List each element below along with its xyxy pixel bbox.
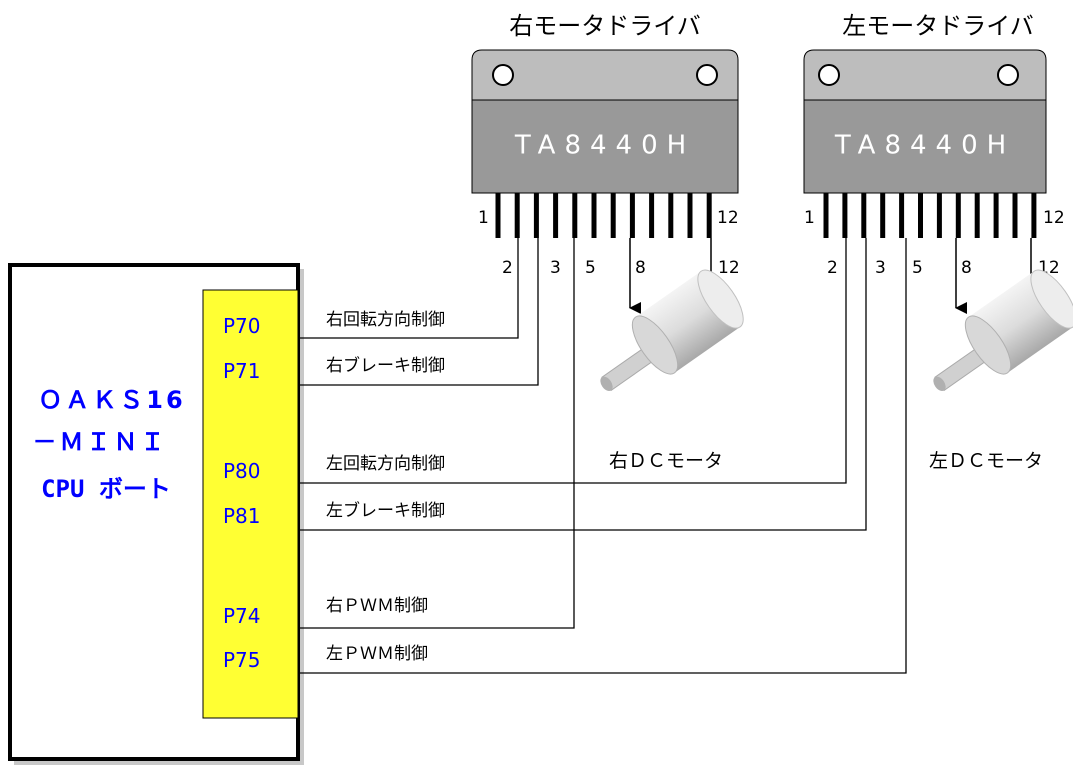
motor-driver-right: 右モータドライバ TA8440H 1 12 2 3 5 8 12: [471, 12, 740, 314]
chip-pin: [955, 193, 961, 238]
motor-label: 左ＤＣモータ: [929, 450, 1043, 472]
port-label: P80: [223, 459, 261, 483]
board-name-line2: －ＭＩＮＩ: [33, 428, 168, 456]
chip-pin: [687, 193, 693, 238]
mounting-hole: [818, 64, 840, 86]
port-block: P70 P71 P80 P81 P74 P75: [202, 289, 299, 719]
chip-pin: [649, 193, 655, 238]
driver-title: 左モータドライバ: [842, 12, 1034, 40]
dc-motor-left: 左ＤＣモータ: [929, 269, 1073, 472]
chip-pin: [591, 193, 597, 238]
wire-right-brake: [298, 238, 539, 386]
signal-label: 左ＰＷＭ制御: [326, 644, 428, 664]
motor-back-cap: [697, 269, 744, 329]
chip-pin: [918, 193, 923, 238]
motor-shaft-end: [933, 376, 946, 391]
motor-front-face: [631, 315, 679, 375]
signal-wires: [298, 238, 907, 674]
port-label: P74: [223, 604, 261, 628]
chip-pin: [1012, 193, 1018, 238]
pin-number: 12: [718, 258, 740, 278]
wire-left-direction: [298, 238, 847, 484]
chip-body: [471, 99, 739, 194]
wire-right-pwm: [298, 238, 575, 629]
pin-number: 1: [804, 208, 815, 228]
chip-pin: [533, 193, 539, 238]
motor-back-cap: [1030, 269, 1073, 329]
chip-pin: [514, 193, 520, 238]
chip-pin: [936, 193, 942, 238]
signal-label: 右回転方向制御: [326, 310, 445, 330]
chip-pin: [553, 193, 559, 238]
motor-shaft-end: [600, 376, 613, 391]
chip-pin: [823, 193, 829, 238]
motor-driver-left: 左モータドライバ TA8440H 1 12 2 3 5 8 12: [803, 12, 1065, 314]
pin-number: 2: [827, 258, 838, 278]
dc-motor-right: 右ＤＣモータ: [600, 269, 744, 472]
port-label: P75: [223, 648, 261, 672]
port-block-rect: [202, 289, 299, 719]
chip-pin: [668, 193, 674, 238]
chip-pin: [842, 193, 848, 238]
pin-number: 5: [585, 258, 596, 278]
chip-pin: [610, 193, 616, 238]
board-name-line1: ＯＡＫＳ16: [38, 386, 185, 414]
chip-label: TA8440H: [834, 131, 1015, 161]
signal-label: 左回転方向制御: [326, 454, 445, 474]
chip-pins: [823, 193, 1037, 238]
chip-pin: [1031, 193, 1037, 238]
signal-label: 右ＰＷＭ制御: [326, 596, 428, 616]
signal-label: 左ブレーキ制御: [326, 500, 445, 521]
port-label: P70: [223, 314, 261, 338]
driver-title: 右モータドライバ: [509, 12, 701, 40]
mounting-hole: [997, 64, 1019, 86]
pin-number: 2: [502, 258, 513, 278]
chip-body: [803, 99, 1047, 194]
chip-pin: [993, 193, 999, 238]
chip-pin: [974, 193, 980, 238]
motor-front-face: [964, 315, 1012, 375]
wire-left-pwm: [298, 238, 907, 674]
pin-number: 5: [912, 258, 923, 278]
pin-number: 1: [478, 208, 489, 228]
pin-number: 12: [717, 208, 739, 228]
pin-number: 12: [1043, 208, 1065, 228]
mounting-hole: [696, 64, 718, 86]
pin-number: 8: [635, 258, 646, 278]
chip-pin: [495, 193, 501, 238]
signal-label: 右ブレーキ制御: [326, 355, 445, 376]
wire-left-brake: [298, 238, 867, 531]
heatsink-tab: [803, 49, 1047, 101]
chip-label: TA8440H: [514, 131, 695, 161]
port-label: P81: [223, 504, 261, 528]
chip-pin: [629, 193, 635, 238]
signal-labels: 右回転方向制御 右ブレーキ制御 左回転方向制御 左ブレーキ制御 右ＰＷＭ制御 左…: [326, 310, 445, 664]
chip-pin: [861, 193, 867, 238]
mounting-hole: [492, 64, 514, 86]
chip-pins: [495, 193, 712, 238]
port-label: P71: [223, 359, 261, 383]
motor-label: 右ＤＣモータ: [609, 450, 723, 472]
pin-number: 8: [961, 258, 972, 278]
chip-pin: [899, 193, 905, 238]
wire-right-direction: [298, 238, 519, 339]
chip-pin: [706, 193, 712, 238]
pin-number: 3: [875, 258, 886, 278]
heatsink-tab: [471, 49, 739, 101]
board-name-line3: CPU ボート: [41, 475, 171, 503]
chip-pin: [880, 193, 886, 238]
pin-number: 3: [550, 258, 561, 278]
chip-pin: [572, 193, 578, 238]
